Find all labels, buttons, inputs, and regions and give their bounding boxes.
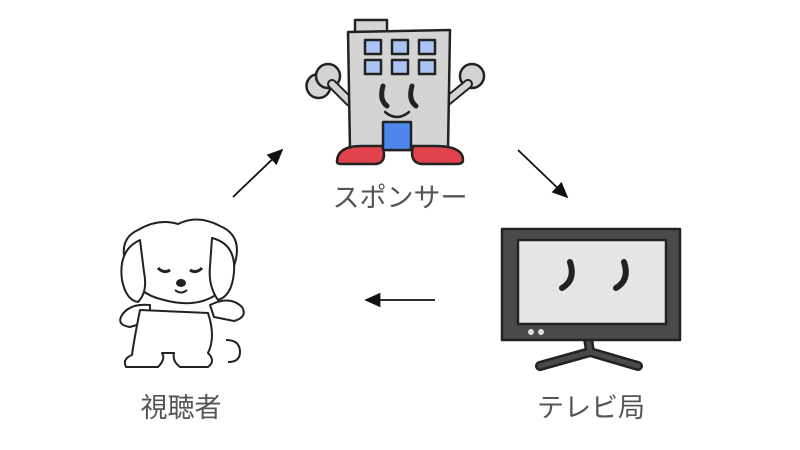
tv-station-icon [500, 227, 682, 371]
viewer-label: 視聴者 [140, 393, 222, 424]
viewer-dog-icon [119, 218, 245, 368]
sponsor-label: スポンサー [332, 183, 468, 214]
tv-station-label: テレビ局 [537, 393, 645, 424]
arrow-sponsor-to-tv [517, 149, 569, 199]
sponsor-building-icon [305, 18, 486, 166]
arrow-viewer-to-sponsor [232, 148, 284, 198]
